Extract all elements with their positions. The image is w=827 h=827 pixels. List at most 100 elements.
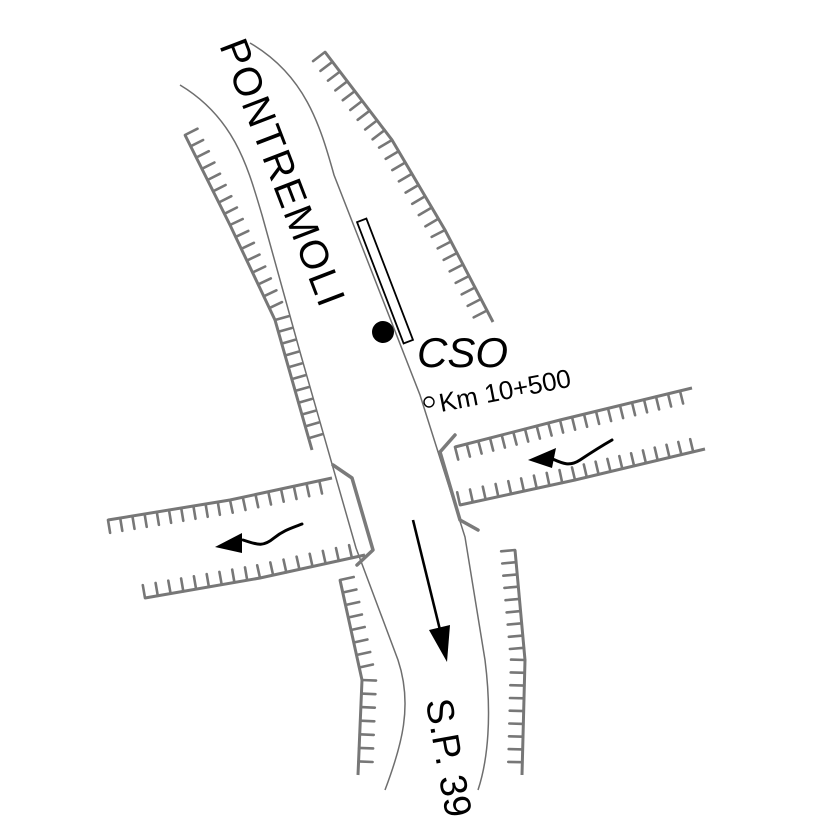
- embankment-hachure: [476, 439, 483, 455]
- embankment-hachure: [545, 471, 551, 487]
- embankment-south-west: [338, 575, 378, 776]
- bridge-railing-east: [438, 433, 480, 532]
- embankment-hachure: [234, 229, 250, 239]
- embankment-hachure: [280, 338, 297, 345]
- embankment-hachure: [468, 488, 475, 504]
- embankment-hachure: [241, 495, 247, 512]
- embankment-hachure: [255, 563, 262, 580]
- embankment-hachure: [355, 650, 372, 657]
- embankment-hachure: [293, 385, 310, 393]
- embankment-hachure: [363, 119, 379, 131]
- embankment-hachure: [356, 109, 372, 122]
- embankment-hachure: [154, 581, 160, 598]
- embankment-hachure: [218, 570, 223, 587]
- embankment-hachure: [494, 482, 500, 499]
- embankment-hachure: [266, 490, 273, 506]
- embankment-hachure: [642, 398, 649, 414]
- embankment-hachure: [508, 646, 526, 651]
- embankment-hachure: [211, 183, 227, 193]
- embankment-hachure: [442, 251, 459, 262]
- embankment-hachure: [308, 552, 314, 568]
- embankment-hachure: [384, 150, 400, 161]
- station-marker: [372, 321, 394, 343]
- embankment-top-line: [513, 549, 527, 776]
- traffic-direction-arrow-shaft: [411, 519, 442, 631]
- embankment-hachure: [300, 409, 317, 416]
- embankment-hachure: [268, 300, 284, 310]
- embankment-hachure: [279, 487, 286, 504]
- embankment-hachure: [500, 560, 518, 565]
- embankment-hachure: [141, 583, 147, 600]
- embankment-north-west: [183, 127, 324, 451]
- embankment-top-line: [144, 553, 366, 600]
- embankment-hachure: [676, 440, 683, 456]
- embankment-hachure: [466, 297, 483, 308]
- traffic-direction-arrow-head: [429, 625, 450, 662]
- embankment-hachure: [189, 138, 205, 148]
- embankment-hachure: [397, 172, 414, 183]
- embankment-hachure: [183, 127, 199, 137]
- embankment-hachure: [344, 600, 361, 607]
- embankment-hachure: [338, 575, 356, 582]
- embankment-hachure: [653, 446, 660, 462]
- embankment-hachure: [303, 421, 321, 428]
- embankment-hachure: [206, 172, 222, 182]
- embankment-hachure: [334, 80, 349, 92]
- embankment-hachure: [460, 286, 477, 296]
- road-west-edge: [179, 84, 406, 791]
- embankment-hachure: [532, 474, 539, 490]
- embankment-hachure: [678, 389, 685, 405]
- embankment-hachure: [506, 479, 513, 496]
- embankment-hachure: [594, 460, 600, 476]
- embankment-hachure: [297, 397, 314, 405]
- embankment-hachure: [155, 510, 161, 527]
- chainage-marker: [423, 396, 435, 408]
- embankment-hachure: [217, 194, 233, 204]
- embankment-hachure: [505, 609, 522, 614]
- road-destination-label: S.P. 39: [417, 695, 479, 820]
- embankment-hachure: [641, 449, 648, 465]
- embankment-hachure: [348, 99, 364, 112]
- embankment-hachure: [167, 508, 173, 525]
- embankment-hachure: [594, 409, 601, 426]
- embankment-hachure: [326, 70, 342, 82]
- embankment-hachure: [334, 546, 341, 563]
- embankment-hachure: [262, 288, 278, 298]
- embankment-hachure: [606, 457, 612, 473]
- embankment-hachure: [341, 89, 357, 102]
- embankment-hachure: [290, 373, 307, 381]
- embankment-hachure: [118, 516, 124, 533]
- embankment-west-stream-south: [141, 543, 366, 600]
- embankment-hachure: [292, 484, 298, 501]
- embankment-hachure: [582, 463, 589, 479]
- embankment-hachure: [688, 437, 695, 454]
- embankment-hachure: [167, 579, 172, 595]
- stream-flow-arrow-west: [215, 522, 304, 553]
- embankment-hachure: [503, 585, 520, 590]
- embankment-hachure: [358, 719, 376, 723]
- embankment-hachure: [377, 138, 394, 149]
- embankment-hachure: [570, 415, 577, 432]
- embankment-east-stream-south: [455, 437, 706, 507]
- embankment-hachure: [558, 418, 565, 434]
- embankment-hachure: [360, 678, 378, 682]
- embankment-hachure: [346, 613, 364, 619]
- embankment-hachure: [465, 442, 472, 458]
- embankment-hachure: [617, 454, 624, 471]
- embankment-hachure: [666, 392, 673, 408]
- embankment-hachure: [357, 663, 375, 669]
- embankment-hachure: [254, 493, 260, 509]
- embankment-east-stream-north: [453, 386, 693, 461]
- embankment-hachure: [481, 485, 487, 501]
- embankment-hachure: [454, 274, 471, 285]
- embankment-hachure: [472, 309, 489, 319]
- embankment-hachure: [256, 277, 273, 286]
- embankment-hachure: [106, 518, 112, 535]
- embankment-hachure: [436, 240, 453, 250]
- embankment-hachure: [501, 573, 519, 578]
- embankment-hachure: [359, 705, 377, 710]
- embankment-hachure: [245, 253, 261, 262]
- embankment-hachure: [357, 760, 374, 764]
- embankment-hachure: [358, 732, 376, 737]
- station-rectangle: [355, 217, 415, 345]
